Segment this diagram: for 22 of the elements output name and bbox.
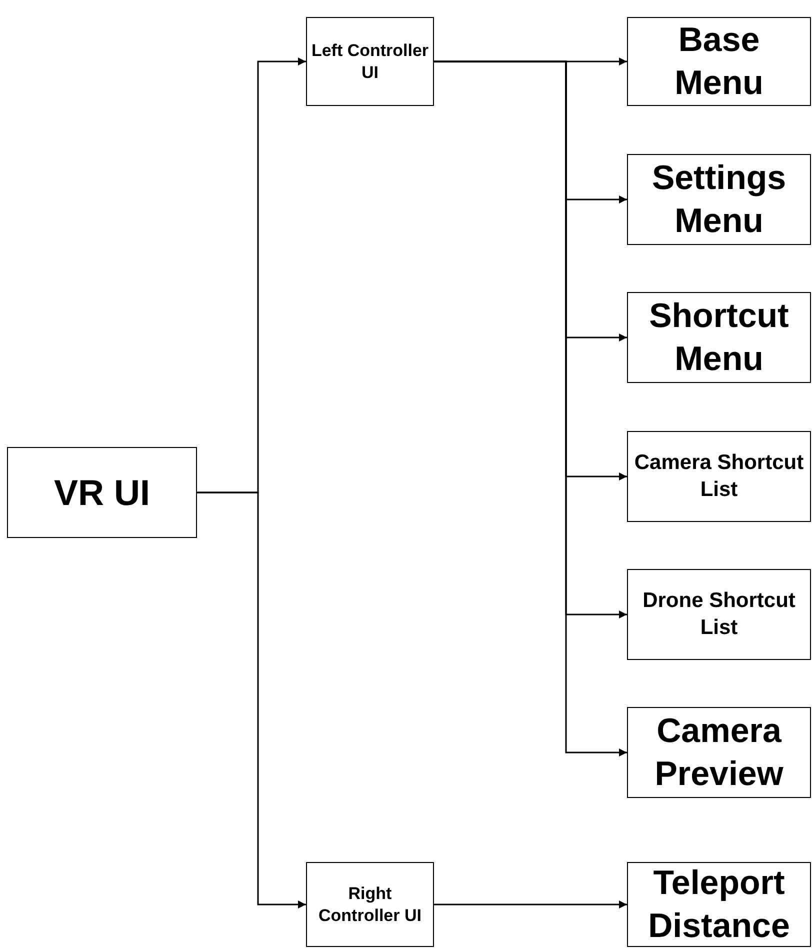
process-box <box>627 154 811 245</box>
box-label: Base Menu <box>674 20 764 104</box>
process-box <box>627 707 811 798</box>
box-label: VR UI <box>54 471 150 515</box>
box-label: Drone Shortcut List <box>642 588 796 640</box>
process-box <box>627 17 811 106</box>
box-label: Shortcut Menu <box>648 296 790 380</box>
process-box <box>627 569 811 660</box>
process-box <box>627 862 811 947</box>
connector-arrow <box>197 492 306 908</box>
process-box <box>627 292 811 383</box>
process-box <box>627 431 811 522</box>
box-label: Teleport Distance <box>647 863 791 946</box>
box-label: Right Controller UI <box>318 883 422 926</box>
box-label: Left Controller UI <box>310 40 430 83</box>
process-box <box>306 17 434 106</box>
box-label: Camera Preview <box>654 711 784 794</box>
process-box <box>7 447 197 538</box>
connector-arrow <box>434 900 627 908</box>
box-label: Settings Menu <box>650 158 788 242</box>
box-label: Camera Shortcut List <box>633 450 805 502</box>
process-box <box>306 862 434 947</box>
